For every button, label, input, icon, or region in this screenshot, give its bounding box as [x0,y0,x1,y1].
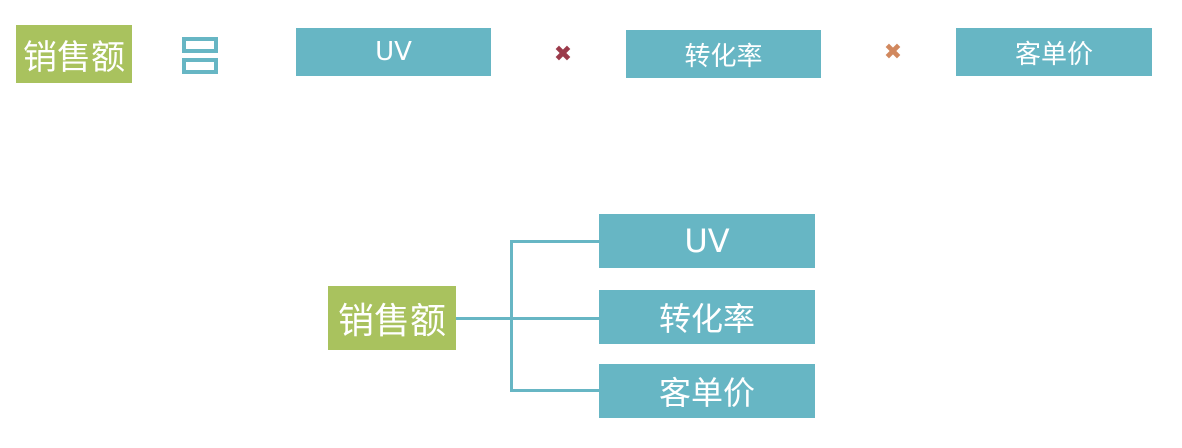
multiply-icon: ✖ [549,40,577,68]
equation-result-label: 销售额 [23,37,125,78]
equation-factor-conversion-label: 转化率 [684,41,763,72]
equation-factor-aov-label: 客单价 [1014,39,1093,70]
tree-child-uv-label: UV [684,222,730,260]
equation-factor-aov-box: 客单价 [956,28,1152,76]
equation-result-box: 销售额 [16,25,132,83]
tree-child-uv-box: UV [599,214,815,268]
multiply-symbol: ✖ [883,39,903,65]
connector-root [456,317,512,320]
connector-branch-aov [510,389,599,392]
tree-root-label: 销售额 [337,301,446,342]
tree-child-conversion-box: 转化率 [599,290,815,344]
equation-factor-uv-box: UV [296,28,491,76]
multiply-icon: ✖ [879,38,907,66]
tree-child-aov-box: 客单价 [599,364,815,418]
tree-child-conversion-label: 转化率 [658,300,755,338]
connector-branch-uv [510,240,599,243]
equation-factor-conversion-box: 转化率 [626,30,821,78]
multiply-symbol: ✖ [553,41,573,67]
connector-vertical [510,240,513,391]
tree-root-box: 销售额 [328,286,456,350]
tree-child-aov-label: 客单价 [658,374,755,412]
equation-factor-uv-label: UV [375,37,412,67]
connector-branch-conversion [510,317,599,320]
